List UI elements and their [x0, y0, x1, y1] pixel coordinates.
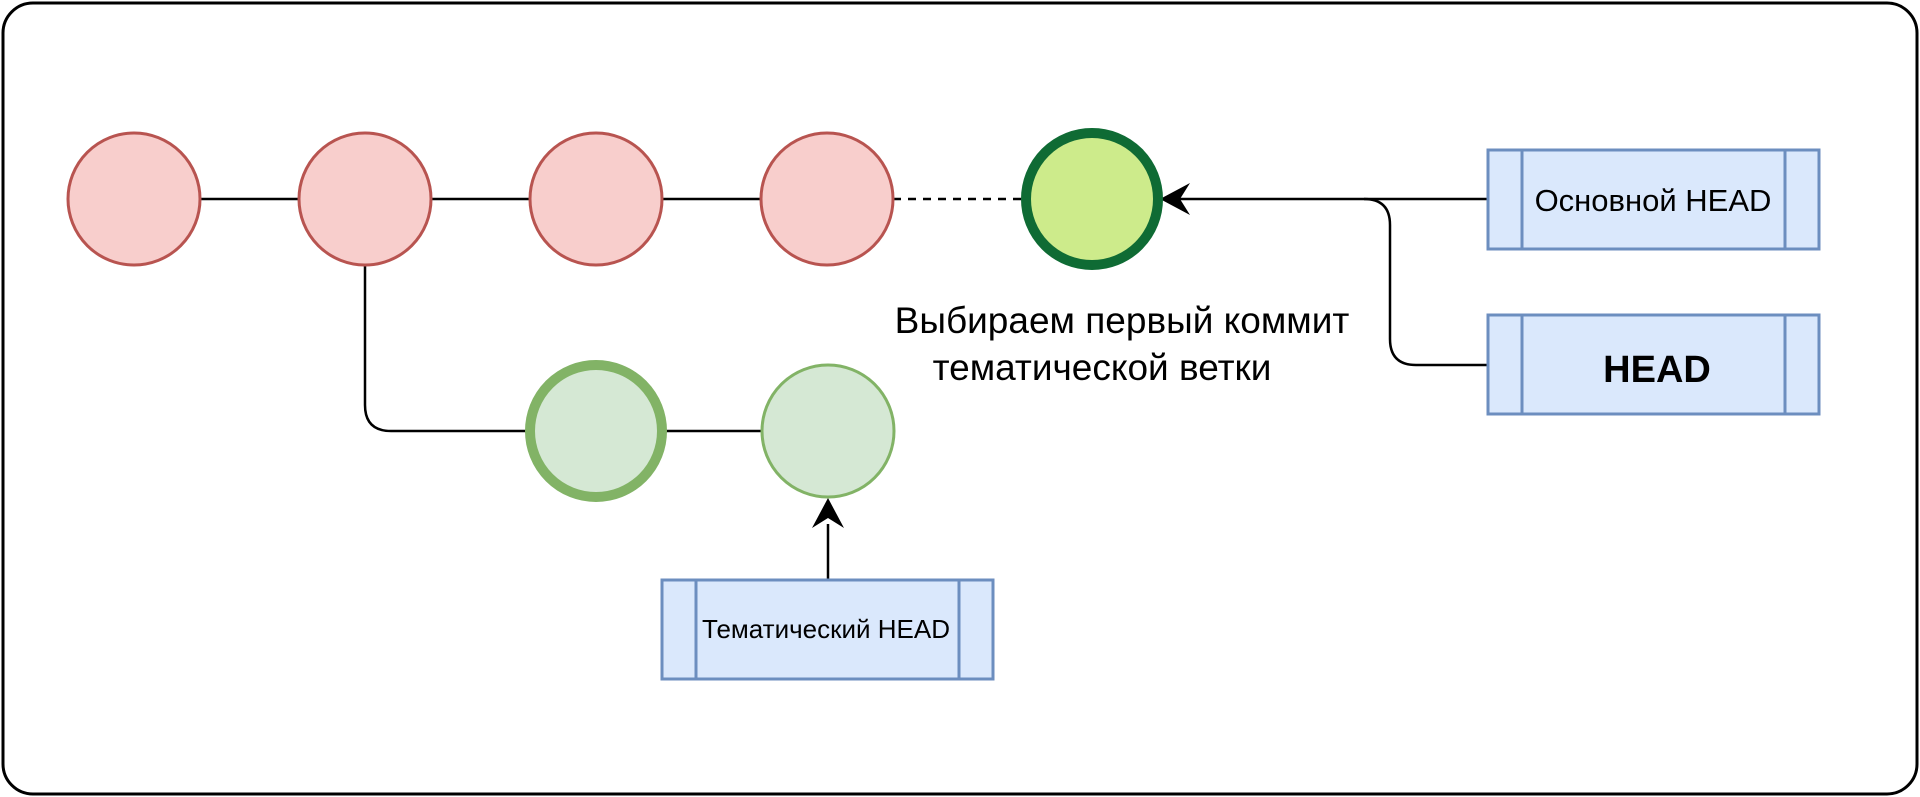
main-commit-3: [528, 131, 664, 267]
main-head-arrowhead: [1160, 183, 1190, 215]
head-label: HEAD: [1603, 349, 1711, 391]
annotation-line-1: Выбираем первый коммит: [895, 300, 1350, 341]
topic-head-box: Тематический HEAD: [660, 578, 995, 681]
topic-commit-2: [760, 363, 896, 499]
topic-head-arrowhead: [812, 498, 844, 528]
branch-edge: [363, 264, 531, 433]
selected-commit: [1021, 128, 1163, 270]
topic-head-label: Тематический HEAD: [702, 614, 950, 644]
head-arrow: [1363, 197, 1488, 367]
main-head-box: Основной HEAD: [1486, 148, 1821, 251]
main-head-label: Основной HEAD: [1535, 183, 1772, 218]
main-commit-2: [297, 131, 433, 267]
annotation-line-2: тематической ветки: [933, 347, 1272, 388]
main-commit-4: [759, 131, 895, 267]
topic-commit-1: [525, 360, 667, 502]
main-commit-1: [66, 131, 202, 267]
head-box: HEAD: [1486, 313, 1821, 416]
